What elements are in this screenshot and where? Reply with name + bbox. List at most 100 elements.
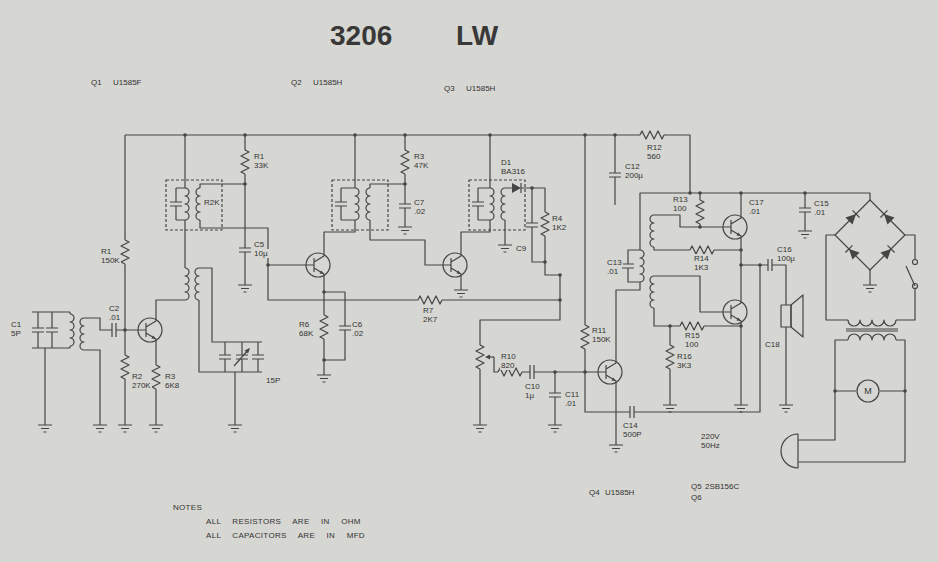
junction-dot bbox=[613, 133, 617, 137]
junction-dot bbox=[322, 358, 326, 362]
ground-symbol bbox=[228, 420, 242, 432]
ground-symbol bbox=[398, 222, 412, 234]
component-label: 100 bbox=[672, 204, 687, 213]
transistor-symbol bbox=[717, 294, 747, 330]
capacitor-symbol bbox=[609, 165, 621, 185]
component-label: .01 bbox=[813, 208, 826, 217]
transistor-symbol bbox=[717, 209, 747, 245]
resistor-symbol bbox=[680, 322, 704, 330]
component-label: 270K bbox=[131, 381, 152, 390]
component-label: 33K bbox=[253, 161, 269, 170]
component-label: 15P bbox=[265, 376, 281, 385]
capacitor-symbol bbox=[399, 196, 411, 216]
resistor-symbol bbox=[581, 325, 589, 349]
motor-circle: M bbox=[856, 379, 880, 403]
junction-dot bbox=[833, 389, 837, 393]
if-transformer-frame bbox=[166, 180, 222, 230]
component-label: .01 bbox=[606, 267, 619, 276]
coil-symbol bbox=[185, 188, 189, 220]
coil-symbol bbox=[80, 318, 84, 350]
resistor-symbol bbox=[401, 150, 409, 174]
junction-dot bbox=[739, 324, 743, 328]
component-label: R3 bbox=[164, 372, 176, 381]
component-label: .01 bbox=[108, 313, 121, 322]
resistor-symbol bbox=[121, 355, 129, 379]
component-label: C15 bbox=[813, 199, 830, 208]
junction-dot bbox=[558, 273, 562, 277]
node-outline bbox=[857, 380, 879, 402]
ground-symbol bbox=[798, 226, 812, 238]
ground-symbol bbox=[93, 420, 107, 432]
component-label: .02 bbox=[413, 207, 426, 216]
coil-symbol bbox=[501, 188, 505, 220]
resistor-symbol bbox=[485, 355, 490, 360]
junction-dot bbox=[758, 263, 762, 267]
diode-symbol bbox=[512, 183, 521, 193]
component-label: Q5 bbox=[690, 482, 703, 491]
ground-symbol bbox=[734, 400, 748, 412]
component-label: 200µ bbox=[624, 171, 644, 180]
junction-dot bbox=[403, 182, 407, 186]
mains-transformer bbox=[846, 320, 898, 340]
mains-plug bbox=[781, 434, 798, 468]
component-label: C5 bbox=[253, 240, 265, 249]
component-label: C13 bbox=[606, 258, 623, 267]
diode-symbol bbox=[520, 183, 521, 193]
coil-symbol bbox=[650, 276, 654, 308]
transistor-symbol bbox=[437, 247, 467, 283]
component-label: 1K3 bbox=[693, 263, 709, 272]
resistor-symbol bbox=[152, 365, 160, 389]
junction-dot bbox=[183, 133, 187, 137]
power-switch bbox=[906, 266, 915, 286]
diagram-title: 3206 LW bbox=[330, 20, 498, 52]
junction-dot bbox=[530, 186, 534, 190]
component-label: C10 bbox=[524, 382, 541, 391]
ground-symbol bbox=[473, 420, 487, 432]
capacitor-symbol bbox=[622, 256, 634, 276]
component-label: 10µ bbox=[253, 249, 269, 258]
resistor-symbol bbox=[476, 345, 484, 369]
coil-symbol bbox=[650, 215, 654, 247]
component-label: C14 bbox=[622, 421, 639, 430]
component-label: 68K bbox=[298, 329, 314, 338]
if-transformer-frame bbox=[166, 180, 525, 230]
component-label: 50Hz bbox=[700, 441, 721, 450]
junction-dot bbox=[739, 248, 743, 252]
component-label: R13 bbox=[672, 195, 689, 204]
note-text: ALL RESISTORS ARE IN OHM bbox=[205, 517, 362, 526]
junction-dot bbox=[583, 370, 587, 374]
component-label: C16 bbox=[776, 245, 793, 254]
mains-plug bbox=[781, 434, 798, 468]
speaker-symbol bbox=[791, 295, 803, 337]
ground-symbol bbox=[663, 400, 677, 412]
component-label: R12 bbox=[646, 143, 663, 152]
component-label: Q3 bbox=[443, 84, 456, 93]
ground-symbol bbox=[454, 285, 468, 297]
junction-dot bbox=[266, 263, 270, 267]
speaker-symbol bbox=[781, 305, 791, 327]
component-label: R1 bbox=[253, 152, 265, 161]
component-label: R2 bbox=[131, 372, 143, 381]
component-label: 6K8 bbox=[164, 381, 180, 390]
junction-dot bbox=[688, 191, 692, 195]
transistor-symbol bbox=[300, 247, 330, 283]
component-label: 820 bbox=[500, 361, 515, 370]
component-label: R10 bbox=[500, 352, 517, 361]
junction-dot bbox=[243, 133, 247, 137]
component-label: R7 bbox=[422, 306, 434, 315]
component-label: R14 bbox=[693, 254, 710, 263]
capacitor-symbol bbox=[245, 348, 251, 354]
component-label: U1585H bbox=[604, 488, 635, 497]
component-label: 150K bbox=[100, 256, 121, 265]
ground-symbol bbox=[498, 240, 512, 252]
capacitor-symbol bbox=[32, 165, 811, 405]
wire bbox=[32, 135, 915, 462]
component-label: C12 bbox=[624, 162, 641, 171]
capacitor-symbol bbox=[46, 320, 58, 340]
ground-symbol bbox=[38, 420, 52, 432]
coil-symbol bbox=[640, 250, 644, 282]
component-label: BA316 bbox=[500, 167, 526, 176]
component-label: 2K7 bbox=[422, 315, 438, 324]
resistor-symbol bbox=[418, 296, 442, 304]
resistor-symbol bbox=[541, 212, 549, 236]
